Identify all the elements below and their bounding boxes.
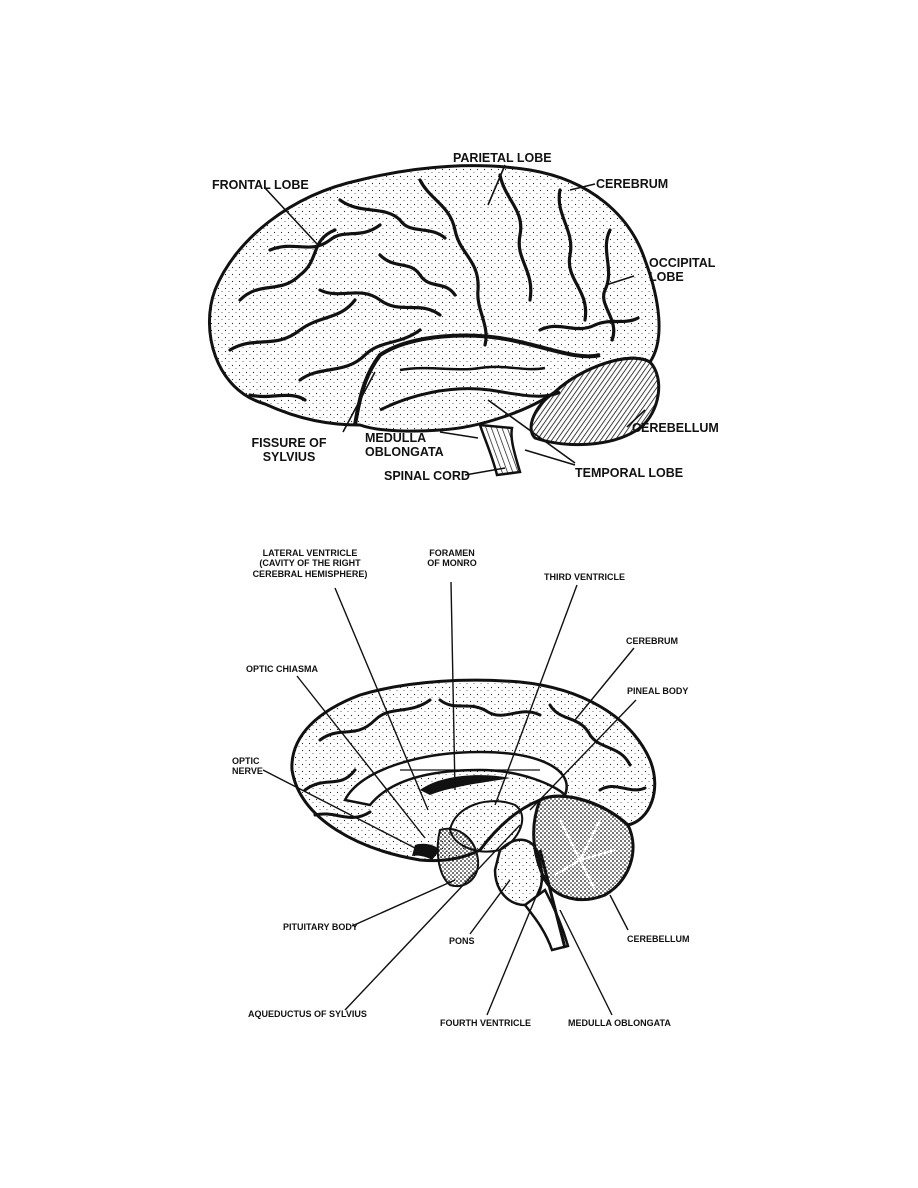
sagittal-brainstem-shape — [493, 838, 570, 952]
label-parietal-lobe: PARIETAL LOBE — [453, 151, 552, 165]
label-medulla-oblongata: MEDULLA OBLONGATA — [365, 431, 444, 460]
label-fissure-of-sylvius: FISSURE OF SYLVIUS — [251, 436, 327, 465]
sagittal-leader-lines — [262, 581, 637, 1016]
label-lateral-ventricle: LATERAL VENTRICLE (CAVITY OF THE RIGHT C… — [252, 548, 368, 579]
label-spinal-cord: SPINAL CORD — [384, 469, 470, 483]
lateral-leader-lines — [264, 164, 646, 476]
label-sagittal-cerebrum: CEREBRUM — [626, 636, 679, 646]
label-occipital-lobe: OCCIPITAL LOBE — [649, 256, 716, 285]
label-foramen-of-monro: FORAMEN OF MONRO — [427, 548, 477, 569]
label-pituitary-body: PITUITARY BODY — [283, 922, 358, 932]
label-frontal-lobe: FRONTAL LOBE — [212, 178, 309, 192]
lateral-cerebellum-shape — [529, 356, 661, 446]
label-cerebellum: CEREBELLUM — [632, 421, 719, 435]
label-optic-nerve: OPTIC NERVE — [232, 756, 263, 777]
label-fourth-ventricle: FOURTH VENTRICLE — [440, 1018, 531, 1028]
label-optic-chiasma: OPTIC CHIASMA — [246, 664, 318, 674]
label-aqueductus-of-sylvius: AQUEDUCTUS OF SYLVIUS — [248, 1009, 367, 1019]
label-sagittal-medulla-oblongata: MEDULLA OBLONGATA — [568, 1018, 671, 1028]
label-cerebrum: CEREBRUM — [596, 177, 669, 191]
label-sagittal-cerebellum: CEREBELLUM — [627, 934, 690, 944]
lateral-brainstem-shape — [478, 423, 522, 477]
sagittal-cerebrum-shape — [290, 678, 657, 888]
label-temporal-lobe: TEMPORAL LOBE — [575, 466, 684, 480]
label-pineal-body: PINEAL BODY — [627, 686, 689, 696]
label-pons: PONS — [449, 936, 475, 946]
lateral-cerebrum-shape — [207, 164, 661, 433]
label-third-ventricle: THIRD VENTRICLE — [544, 572, 625, 582]
